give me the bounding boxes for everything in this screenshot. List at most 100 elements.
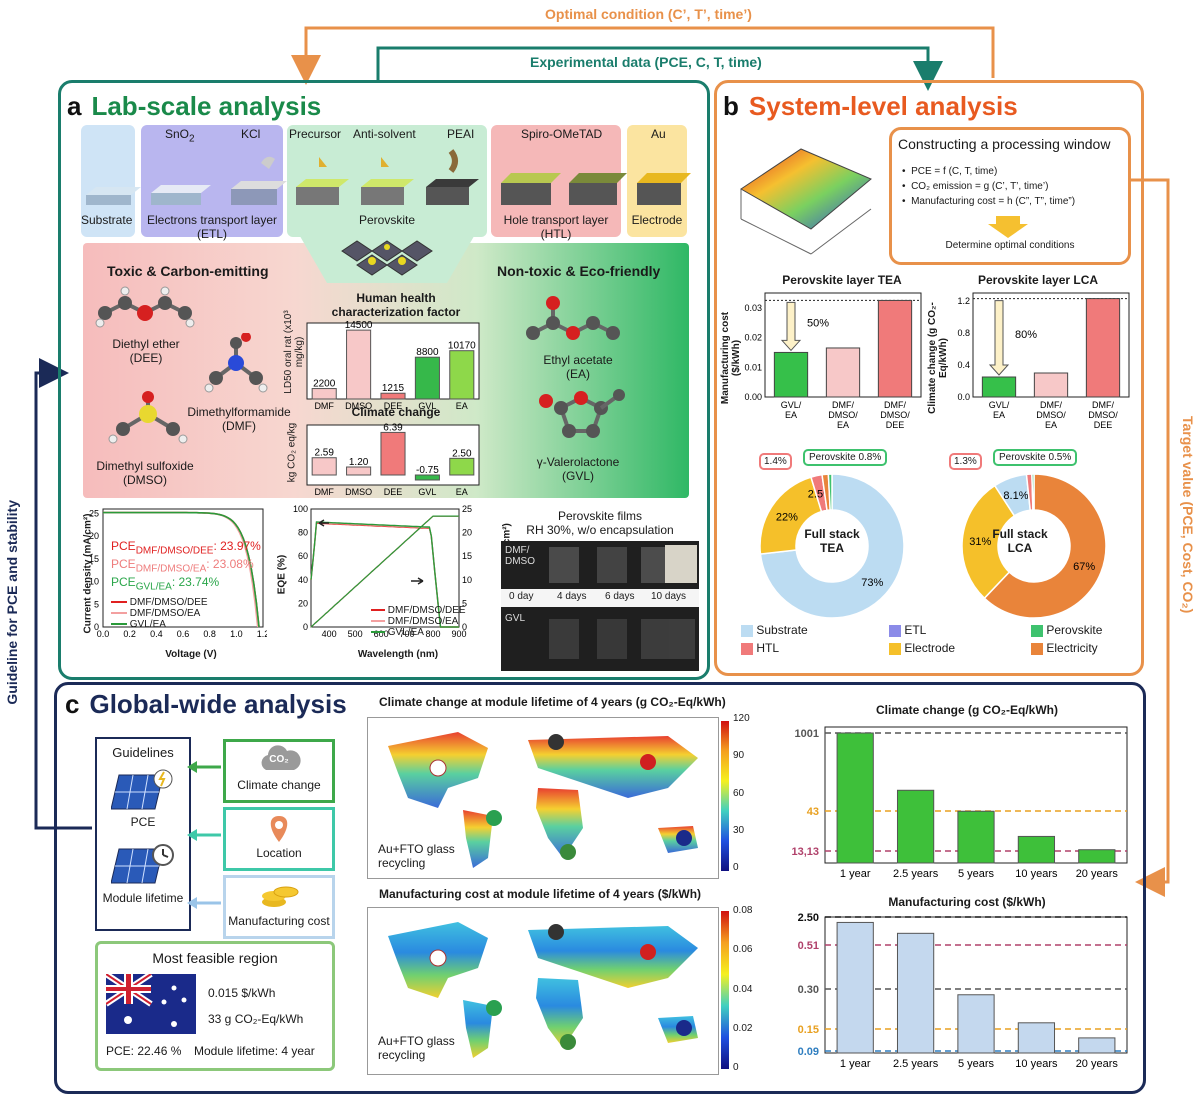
feasible-co2: 33 g CO₂-Eq/kWh [208, 1012, 304, 1026]
bar [896, 789, 935, 864]
tick-label: DMF/ [1040, 400, 1062, 410]
bar [346, 466, 372, 476]
y-tick-label: 25 [89, 509, 99, 519]
y-tick-label: 20 [89, 531, 99, 541]
cc-chart-title: Climate change [351, 405, 441, 419]
lca-perov-tag: Perovskite 0.5% [993, 449, 1078, 466]
film-4day-dmf [597, 547, 627, 583]
map1-colorbar [721, 721, 729, 871]
down-arrow-icon [988, 216, 1028, 238]
reference-label: 43 [807, 806, 819, 818]
y2-tick-label: 15 [462, 551, 472, 561]
coins-icon [262, 886, 299, 907]
film-4day-gvl [597, 619, 627, 659]
tick-label: 10 years [1015, 868, 1058, 880]
kcl-label: KCl [241, 127, 261, 141]
films-row2-label: GVL [505, 613, 526, 624]
bar [957, 994, 995, 1054]
manufacturing-cost-guide-box: Manufacturing cost [223, 875, 335, 939]
ea-molecule-icon [526, 296, 620, 340]
tick-label: GVL/ [989, 400, 1010, 410]
dee-molecule-icon [95, 286, 195, 328]
tick-label: DMSO [345, 401, 372, 411]
data-label: 14500 [345, 320, 373, 331]
module-lifetime-icon [111, 844, 174, 884]
tick-label: DMF [314, 487, 334, 497]
tick-label: 5 years [958, 868, 995, 880]
surface-plot-icon [740, 148, 872, 255]
eqe-ylabel: EQE (%) [276, 554, 288, 595]
legend-substrate: Substrate [741, 623, 808, 637]
slice-label: 8.1% [1003, 490, 1028, 502]
bar [896, 932, 935, 1054]
films-row1-label: DMF/ DMSO [505, 545, 535, 567]
eqe-legend: DMF/DMSO/DEE DMF/DMSO/EA GVL/EA [371, 605, 466, 638]
tick-label: EA [837, 420, 849, 430]
climate-change-guide-label: Climate change [237, 778, 321, 792]
location-guide-box: Location [223, 807, 335, 871]
x-tick-label: 700 [400, 629, 415, 639]
guidelines-title: Guidelines [112, 745, 174, 760]
y-tick-label: 100 [293, 504, 308, 514]
legend-perovskite: Perovskite [1031, 623, 1102, 637]
feasible-title: Most feasible region [152, 950, 278, 966]
slice-label: 22% [776, 511, 798, 523]
feasible-region-box: Most feasible region 0.015 $/kWh 33 g CO… [95, 941, 335, 1071]
gvl-label: γ-Valerolactone(GVL) [536, 455, 620, 483]
tick-label: EA [993, 410, 1005, 420]
y-tick-label: 0.02 [744, 333, 762, 343]
htl-stack-icon [501, 173, 627, 205]
bar [380, 392, 406, 400]
feasible-lifetime: Module lifetime: 4 year [194, 1044, 315, 1058]
lca-chart-title: Perovskite layer LCA [977, 273, 1099, 287]
y-tick-label: 0.8 [957, 328, 970, 338]
integrated-curve [310, 515, 459, 628]
legend-etl: ETL [889, 623, 926, 637]
tea-donut: 73%22%2.5% [759, 473, 905, 619]
tick-label: DMF/ [1092, 400, 1114, 410]
y2-tick-label: 20 [462, 528, 472, 538]
au-label: Au [651, 127, 666, 141]
y2-tick-label: 5 [462, 598, 467, 608]
data-label: 2.50 [452, 448, 472, 459]
antisolvent-label: Anti-solvent [353, 127, 416, 141]
bar [346, 329, 372, 400]
perovskite-label: Perovskite [358, 213, 416, 227]
data-label: 1215 [382, 383, 405, 394]
donut-slice [759, 476, 823, 555]
y-tick-label: 0 [94, 622, 99, 632]
sno2-label: SnO2 [165, 127, 195, 145]
donut-slice [1031, 473, 1035, 511]
bar [1017, 1022, 1056, 1054]
y-tick-label: 20 [298, 598, 308, 608]
perovskite-crystal-icon [297, 231, 477, 283]
reference-label: 1001 [795, 728, 819, 740]
perovskite-stack-icon [296, 149, 479, 205]
reference-label: 0.30 [798, 984, 819, 996]
htl-label: Hole transport layer(HTL) [503, 213, 609, 241]
tick-label: 1 year [840, 1058, 871, 1070]
data-label: 1.20 [349, 457, 369, 468]
australia-flag-icon [106, 974, 196, 1034]
x-tick-label: 0.6 [177, 629, 190, 639]
tick-label: DMF/ [884, 400, 906, 410]
film-0day-gvl [549, 619, 579, 659]
tick-label: EA [785, 410, 797, 420]
toxic-title: Toxic & Carbon-emitting [107, 263, 269, 279]
optimal-condition-label: Optimal condition (C’, T’, time’) [545, 6, 752, 22]
x-tick-label: 0.4 [150, 629, 163, 639]
jv-legend: DMF/DMSO/DEE DMF/DMSO/EA GVL/EA [111, 597, 208, 630]
electrode-label: Electrode [631, 213, 683, 227]
cc-chart-ylabel: kg CO₂ eq/kg [286, 422, 298, 483]
legend-electricity: Electricity [1031, 641, 1098, 655]
